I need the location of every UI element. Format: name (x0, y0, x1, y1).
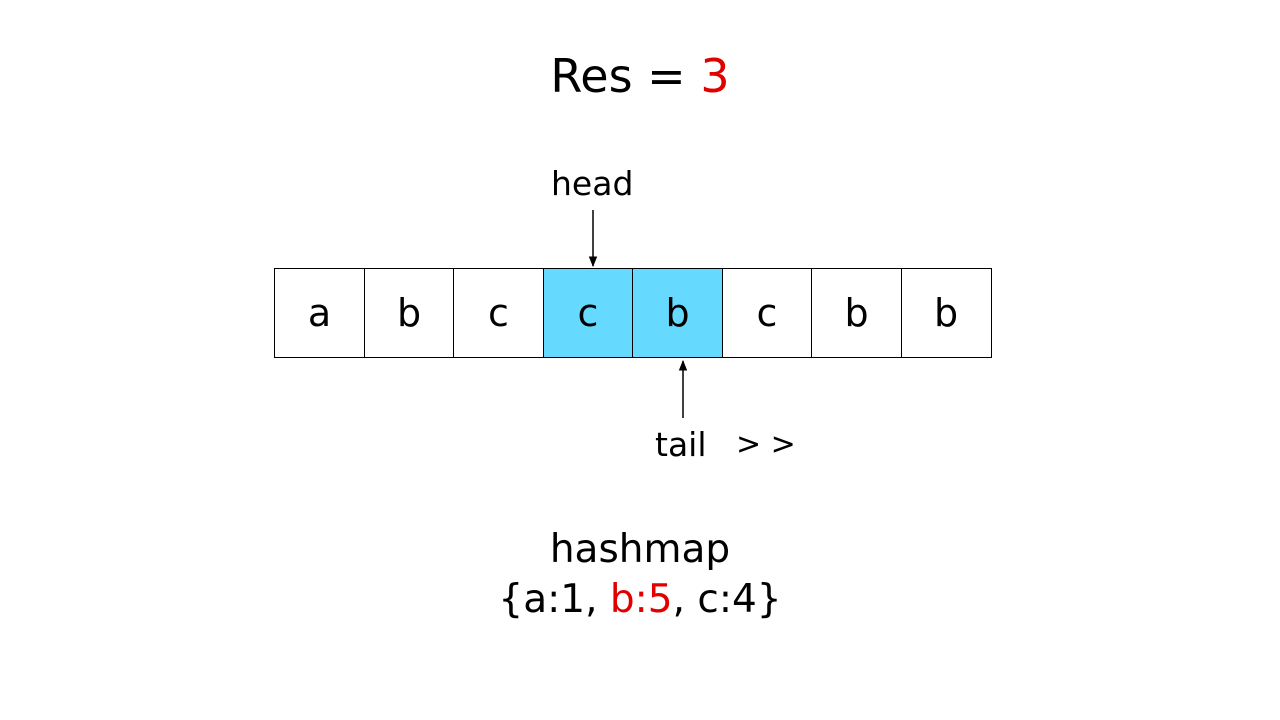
result-value: 3 (700, 49, 730, 103)
array-cell: b (363, 268, 455, 358)
result-label: Res = (550, 49, 701, 103)
hashmap-entry: c:4 (697, 577, 757, 622)
array-cell: b (900, 268, 992, 358)
tail-move-hint: > > (736, 427, 796, 462)
hashmap-contents: {a:1, b:5, c:4} (0, 576, 1280, 624)
array-cell: b (811, 268, 902, 358)
array-cell: b (632, 268, 723, 358)
array-cell: c (542, 268, 634, 358)
hashmap-entry: b:5 (609, 577, 673, 622)
hashmap-title: hashmap (549, 527, 731, 572)
array-cell: c (721, 268, 813, 358)
array-cell: a (274, 268, 365, 358)
hashmap-open-brace: { (498, 577, 524, 622)
hashmap-separator: , (585, 577, 610, 622)
head-pointer-label: head (551, 164, 634, 203)
array-cell: c (453, 268, 544, 358)
hashmap-entry: a:1 (523, 577, 586, 622)
hashmap-close-brace: } (756, 577, 782, 622)
result-display: Res = 3 (0, 48, 1280, 104)
hashmap-separator: , (672, 577, 698, 622)
tail-pointer-label: tail (655, 425, 707, 464)
